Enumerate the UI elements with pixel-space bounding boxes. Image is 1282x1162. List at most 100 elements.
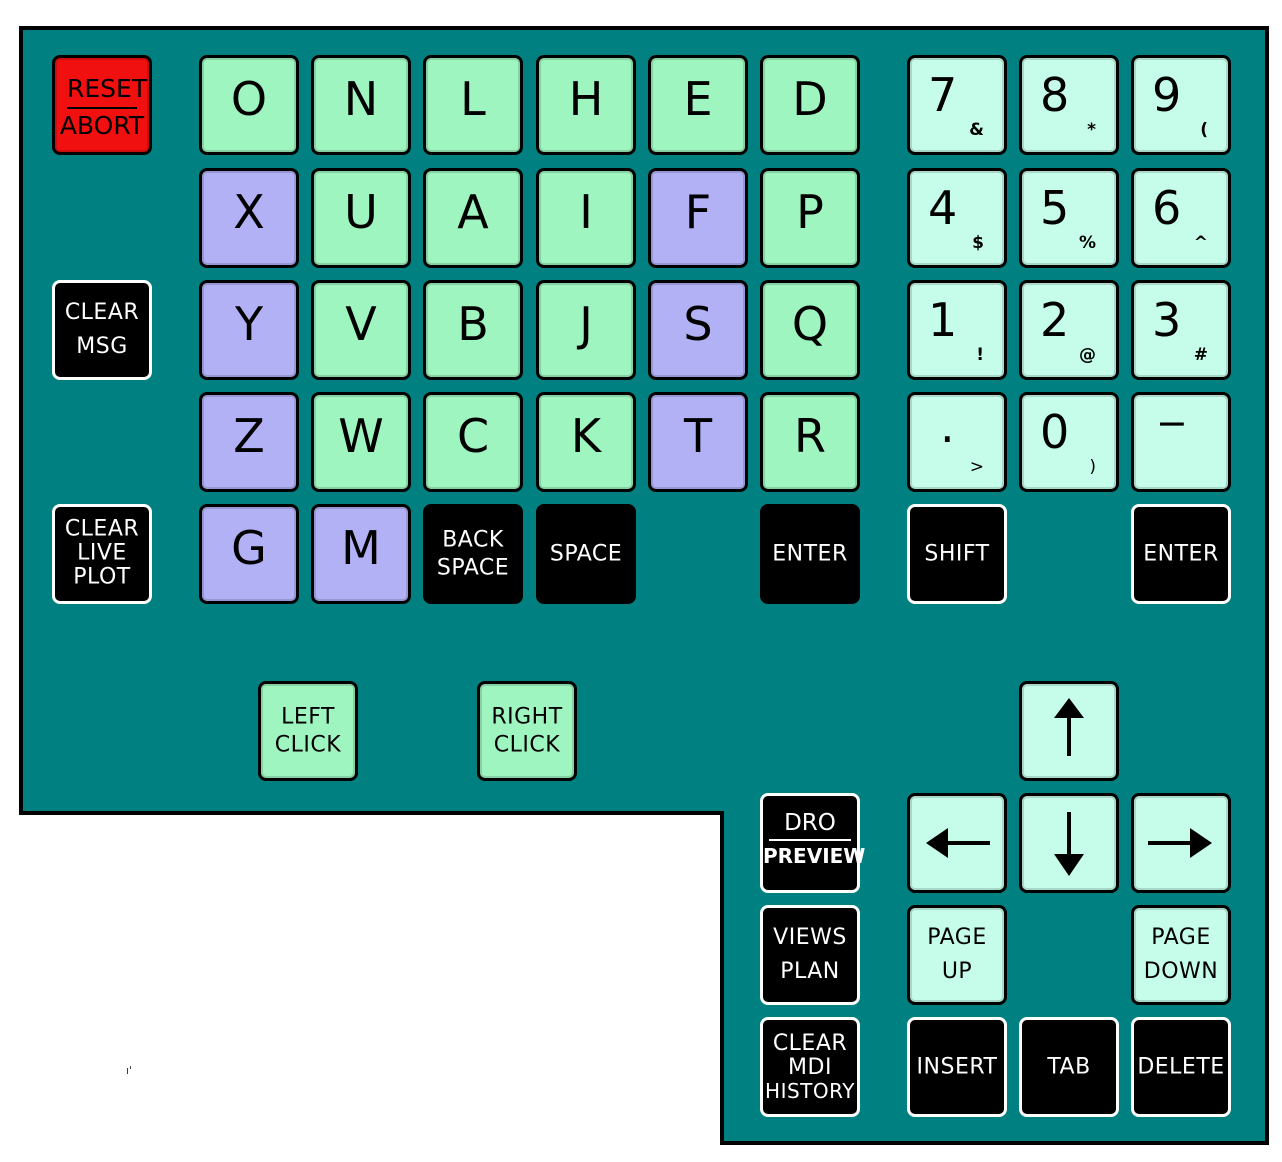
- tab-label: TAB: [1047, 1054, 1091, 1080]
- key-C[interactable]: C: [423, 392, 523, 492]
- key-M[interactable]: M: [311, 504, 411, 604]
- clear-live-plot-label-2: LIVE: [77, 540, 127, 566]
- key-D[interactable]: D: [760, 55, 860, 155]
- right-click-button[interactable]: RIGHT CLICK: [477, 681, 577, 781]
- backspace-label-2: SPACE: [436, 555, 510, 580]
- key-label: R: [794, 409, 826, 463]
- key-K[interactable]: K: [536, 392, 636, 492]
- key-shift-symbol: *: [1087, 120, 1096, 140]
- numpad-period[interactable]: .>: [907, 392, 1007, 492]
- numpad-8[interactable]: 8*: [1019, 55, 1119, 155]
- key-W[interactable]: W: [311, 392, 411, 492]
- key-label: P: [796, 185, 824, 239]
- key-label: J: [579, 297, 593, 351]
- shift-button[interactable]: SHIFT: [907, 504, 1007, 604]
- key-label: 5: [1040, 181, 1070, 235]
- key-label: M: [341, 521, 381, 575]
- key-I[interactable]: I: [536, 168, 636, 268]
- backspace-button[interactable]: BACK SPACE: [423, 504, 523, 604]
- key-F[interactable]: F: [648, 168, 748, 268]
- key-shift-symbol: ^: [1193, 233, 1208, 253]
- numpad-5[interactable]: 5%: [1019, 168, 1119, 268]
- numpad-9[interactable]: 9(: [1131, 55, 1231, 155]
- numpad-0[interactable]: 0): [1019, 392, 1119, 492]
- key-U[interactable]: U: [311, 168, 411, 268]
- clear-mdi-history-button[interactable]: CLEAR MDI HISTORY: [760, 1017, 860, 1117]
- key-Q[interactable]: Q: [760, 280, 860, 380]
- clear-msg-button[interactable]: CLEAR MSG: [52, 280, 152, 380]
- key-label: Z: [233, 409, 265, 463]
- numpad-7[interactable]: 7&: [907, 55, 1007, 155]
- insert-label: INSERT: [916, 1054, 998, 1080]
- key-shift-symbol: &: [969, 120, 984, 140]
- shift-label: SHIFT: [924, 541, 990, 567]
- key-label: 2: [1040, 293, 1070, 347]
- key-label: E: [683, 72, 713, 126]
- delete-button[interactable]: DELETE: [1131, 1017, 1231, 1117]
- key-shift-symbol: %: [1078, 233, 1096, 253]
- key-J[interactable]: J: [536, 280, 636, 380]
- reset-label: RESET: [67, 72, 147, 109]
- page-up-button[interactable]: PAGE UP: [907, 905, 1007, 1005]
- key-label: I: [579, 185, 593, 239]
- arrow-right-button[interactable]: [1131, 793, 1231, 893]
- key-X[interactable]: X: [199, 168, 299, 268]
- delete-label: DELETE: [1137, 1054, 1225, 1080]
- page-down-button[interactable]: PAGE DOWN: [1131, 905, 1231, 1005]
- key-Y[interactable]: Y: [199, 280, 299, 380]
- key-L[interactable]: L: [423, 55, 523, 155]
- key-shift-symbol: ): [1089, 457, 1096, 477]
- numpad-3[interactable]: 3#: [1131, 280, 1231, 380]
- dro-preview-button[interactable]: DRO PREVIEW: [760, 793, 865, 893]
- key-label: 8: [1040, 68, 1070, 122]
- key-O[interactable]: O: [199, 55, 299, 155]
- arrow-down-button[interactable]: [1019, 793, 1119, 893]
- key-label: 6: [1152, 181, 1182, 235]
- key-E[interactable]: E: [648, 55, 748, 155]
- key-H[interactable]: H: [536, 55, 636, 155]
- numpad-enter-label: ENTER: [1143, 541, 1219, 567]
- arrow-left-button[interactable]: [907, 793, 1007, 893]
- numpad-4[interactable]: 4$: [907, 168, 1007, 268]
- key-V[interactable]: V: [311, 280, 411, 380]
- plan-label: PLAN: [780, 959, 840, 984]
- numpad-enter-button[interactable]: ENTER: [1131, 504, 1231, 604]
- key-A[interactable]: A: [423, 168, 523, 268]
- reset-abort-button[interactable]: RESET ABORT: [52, 55, 152, 155]
- key-B[interactable]: B: [423, 280, 523, 380]
- right-click-label-1: RIGHT: [491, 704, 563, 730]
- insert-button[interactable]: INSERT: [907, 1017, 1007, 1117]
- key-label: 1: [928, 293, 958, 347]
- numpad-1[interactable]: 1!: [907, 280, 1007, 380]
- key-label: L: [460, 72, 486, 126]
- numpad-minus[interactable]: −: [1131, 392, 1231, 492]
- page-up-label-1: PAGE: [927, 924, 987, 950]
- key-R[interactable]: R: [760, 392, 860, 492]
- key-S[interactable]: S: [648, 280, 748, 380]
- key-label: D: [792, 72, 828, 126]
- enter-label: ENTER: [772, 541, 848, 567]
- views-plan-button[interactable]: VIEWS PLAN: [760, 905, 860, 1005]
- key-Z[interactable]: Z: [199, 392, 299, 492]
- tab-button[interactable]: TAB: [1019, 1017, 1119, 1117]
- key-label: B: [457, 297, 489, 351]
- key-shift-symbol: >: [969, 457, 984, 477]
- arrow-up-button[interactable]: [1019, 681, 1119, 781]
- key-label: U: [344, 185, 378, 239]
- key-label: H: [568, 72, 604, 126]
- key-P[interactable]: P: [760, 168, 860, 268]
- numpad-6[interactable]: 6^: [1131, 168, 1231, 268]
- key-label: F: [684, 185, 712, 239]
- space-button[interactable]: SPACE: [536, 504, 636, 604]
- key-G[interactable]: G: [199, 504, 299, 604]
- left-click-button[interactable]: LEFT CLICK: [258, 681, 358, 781]
- key-T[interactable]: T: [648, 392, 748, 492]
- stray-mark: ı': [126, 1064, 133, 1077]
- key-shift-symbol: !: [976, 345, 984, 365]
- key-label: W: [338, 409, 384, 463]
- clear-live-plot-button[interactable]: CLEAR LIVE PLOT: [52, 504, 152, 604]
- numpad-2[interactable]: 2@: [1019, 280, 1119, 380]
- key-label: V: [345, 297, 377, 351]
- enter-button[interactable]: ENTER: [760, 504, 860, 604]
- key-N[interactable]: N: [311, 55, 411, 155]
